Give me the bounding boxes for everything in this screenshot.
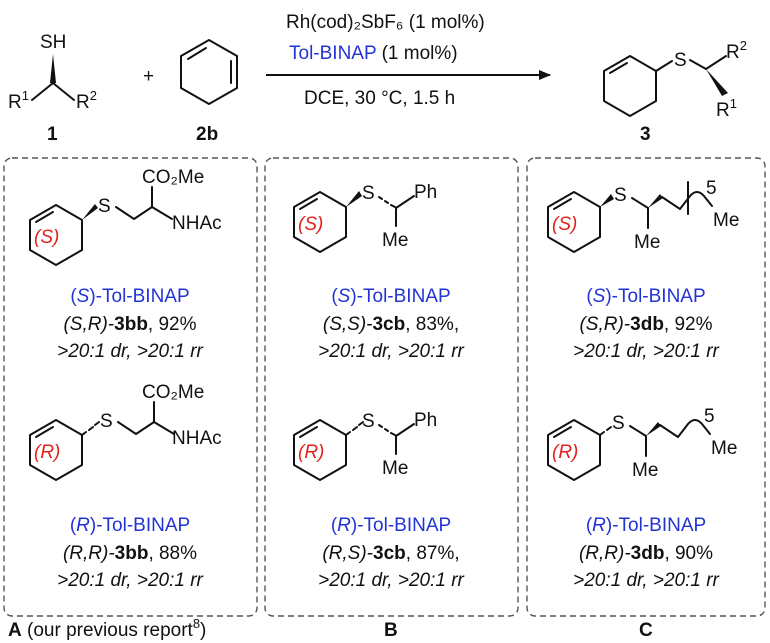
bond [31, 82, 54, 101]
panel-b-entry-2: (R)-Tol-BINAP (R,S)-3cb, 87%, >20:1 dr, … [318, 515, 464, 591]
ligand-label: (S)-Tol-BINAP [331, 286, 450, 307]
ligand-label: (R)-Tol-BINAP [70, 515, 190, 536]
panel-b-entry-1: (S)-Tol-BINAP (S,S)-3cb, 83%, >20:1 dr, … [318, 286, 464, 362]
product-yield: (R,R)-3bb, 88% [63, 543, 197, 564]
ligand-label: (R)-Tol-BINAP [586, 515, 706, 536]
ligand-label: (R)-Tol-BINAP [331, 515, 451, 536]
product-3-label: 3 [640, 124, 651, 145]
structure-s-3cb: (S) S Ph Me [293, 182, 437, 253]
substituent-nhac: NHAc [172, 428, 222, 449]
wedge-bond [82, 204, 98, 220]
sulfur-label: S [612, 413, 625, 434]
panel-b-caption: B [384, 620, 398, 641]
panel-c-entry-1: (S)-Tol-BINAP (S,R)-3db, 92% >20:1 dr, >… [573, 286, 719, 362]
r2-label: R2 [76, 88, 97, 113]
compound-2b-label: 2b [196, 124, 218, 145]
wedge-bond [346, 191, 362, 207]
substituent-me: Me [632, 460, 658, 481]
stereo-label: (S) [34, 227, 59, 248]
wedge-bond [50, 54, 56, 83]
r1-label: R1 [716, 96, 737, 121]
sulfur-label: S [98, 196, 111, 217]
bond [52, 82, 75, 101]
substituent-me-terminal: Me [711, 438, 737, 459]
substituent-me: Me [634, 232, 660, 253]
substituent-me: Me [382, 230, 408, 251]
stereo-label: (R) [298, 442, 324, 463]
substituent-co2me: CO₂Me [142, 382, 204, 403]
product-yield: (R,R)-3db, 90% [579, 543, 713, 564]
structure-r-3cb: (R) S Ph Me [293, 410, 437, 481]
product-yield: (R,S)-3cb, 87%, [322, 543, 459, 564]
stereo-label: (S) [552, 214, 577, 235]
selectivity: >20:1 dr, >20:1 rr [573, 570, 719, 591]
compound-1-label: 1 [47, 124, 58, 145]
sulfur-label: S [362, 183, 375, 204]
plus-sign: + [143, 66, 154, 87]
substituent-me-terminal: Me [713, 210, 739, 231]
structure-r-3bb: (R) S CO₂Me NHAc [29, 382, 222, 481]
panel-a-caption: A (our previous report8) [8, 616, 206, 641]
stereo-label: (S) [298, 214, 323, 235]
product-yield: (S,R)-3db, 92% [579, 314, 712, 335]
compound-2b [180, 39, 238, 105]
panel-b-box [264, 157, 519, 617]
catalyst-label: Rh(cod)₂SbF₆ (1 mol%) [286, 12, 485, 33]
sulfur-label: S [674, 50, 687, 71]
panel-a-entry-1: (S)-Tol-BINAP (S,R)-3bb, 92% >20:1 dr, >… [57, 286, 203, 362]
product-3: S R2 R1 3 [603, 38, 747, 145]
stereo-label: (R) [552, 442, 578, 463]
sulfur-label: S [614, 185, 627, 206]
stereo-label: (R) [34, 442, 60, 463]
structure-r-3db: (R) S Me 5 Me [547, 406, 737, 481]
sh-label: SH [40, 32, 66, 53]
substituent-me: Me [382, 458, 408, 479]
chain-repeat-label: 5 [704, 406, 715, 427]
panel-c-entry-2: (R)-Tol-BINAP (R,R)-3db, 90% >20:1 dr, >… [573, 515, 719, 591]
chain-repeat-label: 5 [706, 178, 717, 199]
structure-s-3bb: (S) S CO₂Me NHAc [29, 167, 222, 266]
conditions-label: DCE, 30 °C, 1.5 h [304, 88, 455, 109]
selectivity: >20:1 dr, >20:1 rr [573, 341, 719, 362]
selectivity: >20:1 dr, >20:1 rr [318, 570, 464, 591]
sulfur-label: S [362, 411, 375, 432]
ligand-label: (S)-Tol-BINAP [70, 286, 189, 307]
substituent-co2me: CO₂Me [142, 167, 204, 188]
panel-c-caption: C [639, 620, 653, 641]
selectivity: >20:1 dr, >20:1 rr [57, 570, 203, 591]
structure-s-3db: (S) S Me 5 Me [547, 178, 739, 253]
product-yield: (S,R)-3bb, 92% [63, 314, 196, 335]
r2-label: R2 [726, 38, 747, 63]
panel-c-box [526, 157, 766, 617]
selectivity: >20:1 dr, >20:1 rr [318, 341, 464, 362]
wedge-bond [600, 194, 614, 207]
ligand-label: (S)-Tol-BINAP [586, 286, 705, 307]
substituent-nhac: NHAc [172, 213, 222, 234]
sulfur-label: S [100, 411, 113, 432]
selectivity: >20:1 dr, >20:1 rr [57, 341, 203, 362]
panel-a-entry-2: (R)-Tol-BINAP (R,R)-3bb, 88% >20:1 dr, >… [57, 515, 203, 591]
compound-1: SH R1 R2 1 [8, 32, 97, 145]
substituent-ph: Ph [414, 410, 437, 431]
ligand-label: Tol-BINAP (1 mol%) [289, 43, 458, 64]
substituent-ph: Ph [414, 182, 437, 203]
panel-a-box [3, 157, 258, 617]
wedge-bond [706, 69, 728, 96]
r1-label: R1 [8, 88, 29, 113]
product-yield: (S,S)-3cb, 83%, [323, 314, 459, 335]
